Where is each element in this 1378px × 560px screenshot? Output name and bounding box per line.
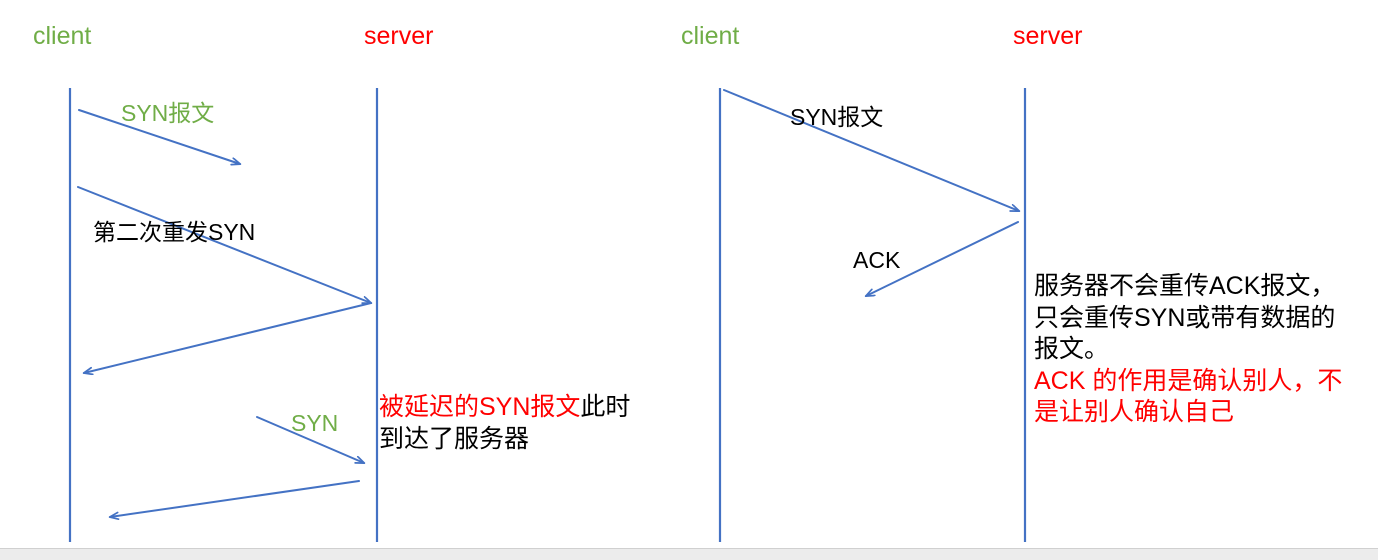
note-line: 是让别人确认自己	[1034, 397, 1342, 429]
message-arrow-left-syn-retry-2	[77, 186, 371, 304]
message-label-left-syn-retry-2: 第二次重发SYN	[93, 219, 256, 245]
note-run: 此时	[580, 393, 631, 421]
message-label-right-syn-1: SYN报文	[790, 104, 884, 130]
role-label-right-server: server	[1013, 22, 1083, 50]
message-arrow-right-ack-1	[866, 221, 1019, 296]
note-run: ACK 的作用是确认别人，不	[1034, 366, 1343, 395]
note-ack-explanation-note: 服务器不会重传ACK报文， 只会重传SYN或带有数据的报文。 ACK 的作用是确认别…	[1034, 271, 1342, 429]
note-line: 只会重传SYN或带有数据的	[1034, 303, 1342, 335]
note-line: 到达了服务器	[379, 424, 630, 456]
message-arrow-right-syn-1	[723, 89, 1019, 211]
role-label-left-client: client	[33, 22, 92, 50]
role-label-right-client: client	[681, 22, 740, 50]
message-arrow-left-syn-1	[78, 109, 240, 164]
lifelines-group	[68, 88, 1027, 542]
role-label-left-server: server	[364, 22, 434, 50]
note-run: 服务器不会重传ACK报文，	[1034, 272, 1336, 300]
message-label-left-syn-delayed: SYN	[291, 410, 339, 436]
note-run: 到达了服务器	[379, 424, 530, 453]
note-run: 只会重传SYN或带有数据的	[1034, 303, 1336, 332]
note-run: 报文。	[1034, 335, 1110, 363]
footer-strip	[0, 549, 1378, 560]
message-label-right-ack-1: ACK	[853, 247, 901, 273]
message-arrow-left-syn-delayed	[256, 416, 364, 463]
note-run: 是让别人确认自己	[1034, 398, 1235, 426]
note-line: 被延迟的SYN报文此时	[379, 392, 630, 424]
message-label-left-syn-1: SYN报文	[121, 100, 215, 126]
footer-divider	[0, 548, 1378, 549]
note-line: 报文。	[1034, 334, 1342, 366]
note-line: ACK 的作用是确认别人，不	[1034, 366, 1342, 398]
message-arrows-group	[77, 89, 1019, 517]
note-line: 服务器不会重传ACK报文，	[1034, 271, 1342, 303]
note-delayed-syn-note: 被延迟的SYN报文此时到达了服务器	[379, 392, 630, 455]
note-run: 被延迟的SYN报文	[379, 393, 581, 421]
message-arrow-left-reply-2	[110, 480, 360, 517]
message-arrow-left-reply-1	[84, 302, 372, 373]
